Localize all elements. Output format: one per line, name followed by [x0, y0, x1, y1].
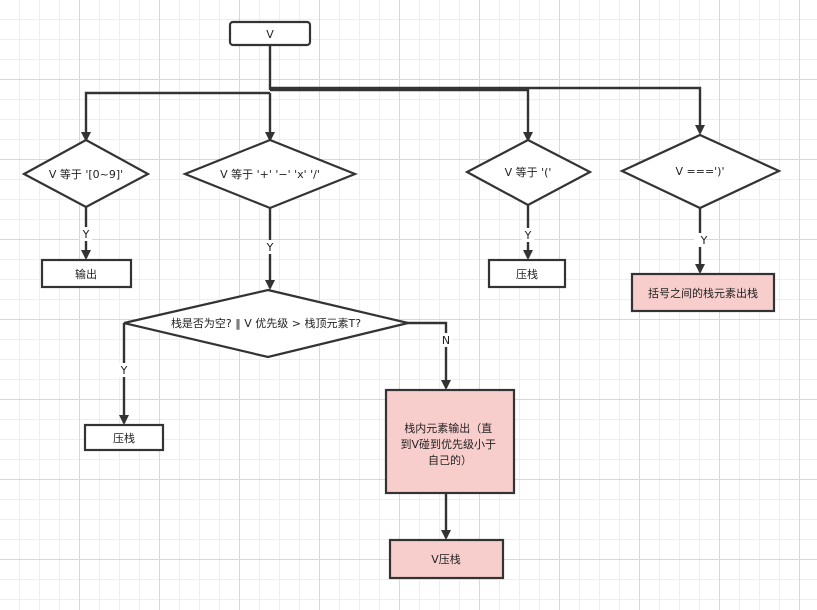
decision-right-paren-label: V ===')'	[675, 165, 724, 178]
pop-between-parens-node: 括号之间的栈元素出栈	[630, 272, 776, 313]
decision-left-paren: V 等于 '('	[464, 138, 593, 207]
pop-until-line-1: 栈内元素输出（直	[404, 421, 492, 435]
push-left-paren-node: 压栈	[487, 258, 567, 289]
edge-stack-no	[405, 321, 451, 390]
label-yes-digit: Y	[82, 228, 90, 241]
pop-until-line-2: 到V碰到优先级小于	[400, 438, 496, 451]
decision-operator-label: V 等于 '+' '−' 'x' '/'	[220, 167, 320, 181]
label-yes-lparen: Y	[524, 229, 532, 242]
pop-until-label: 栈内元素输出（直 到V碰到优先级小于 自己的）	[400, 421, 499, 467]
decision-left-paren-label: V 等于 '('	[505, 165, 552, 179]
decision-right-paren: V ===')'	[619, 133, 782, 210]
edge-to-digit	[81, 91, 270, 142]
start-label: V	[266, 28, 274, 41]
label-yes-rparen: Y	[700, 234, 708, 247]
edge-to-rparen	[270, 86, 705, 135]
pop-between-parens-label: 括号之间的栈元素出栈	[648, 286, 758, 300]
push-operator-label: 压栈	[113, 431, 135, 445]
decision-operator: V 等于 '+' '−' 'x' '/'	[182, 138, 358, 210]
push-operator-node: 压栈	[83, 423, 165, 452]
output-label: 输出	[75, 267, 97, 281]
pop-until-node: 栈内元素输出（直 到V碰到优先级小于 自己的）	[384, 388, 516, 495]
edges	[81, 45, 705, 540]
start-node: V	[228, 20, 312, 47]
decision-digit-label: V 等于 '[0~9]'	[49, 167, 123, 181]
label-yes-op: Y	[266, 241, 274, 254]
decision-stack-check: 栈是否为空? ‖ V 优先级 > 栈顶元素T?	[123, 288, 409, 359]
push-left-paren-label: 压栈	[516, 267, 538, 281]
edge-labels: Y Y Y Y Y N	[80, 227, 708, 377]
output-node: 输出	[40, 258, 133, 289]
push-v-label: V压栈	[431, 552, 461, 566]
decision-digit: V 等于 '[0~9]'	[21, 138, 151, 209]
pop-until-line-3: 自己的）	[428, 453, 472, 467]
edge-to-lparen	[270, 88, 533, 142]
label-yes-stack: Y	[120, 364, 128, 377]
decision-stack-check-label: 栈是否为空? ‖ V 优先级 > 栈顶元素T?	[171, 316, 361, 330]
push-v-node: V压栈	[388, 538, 505, 580]
label-no-stack: N	[442, 334, 450, 347]
